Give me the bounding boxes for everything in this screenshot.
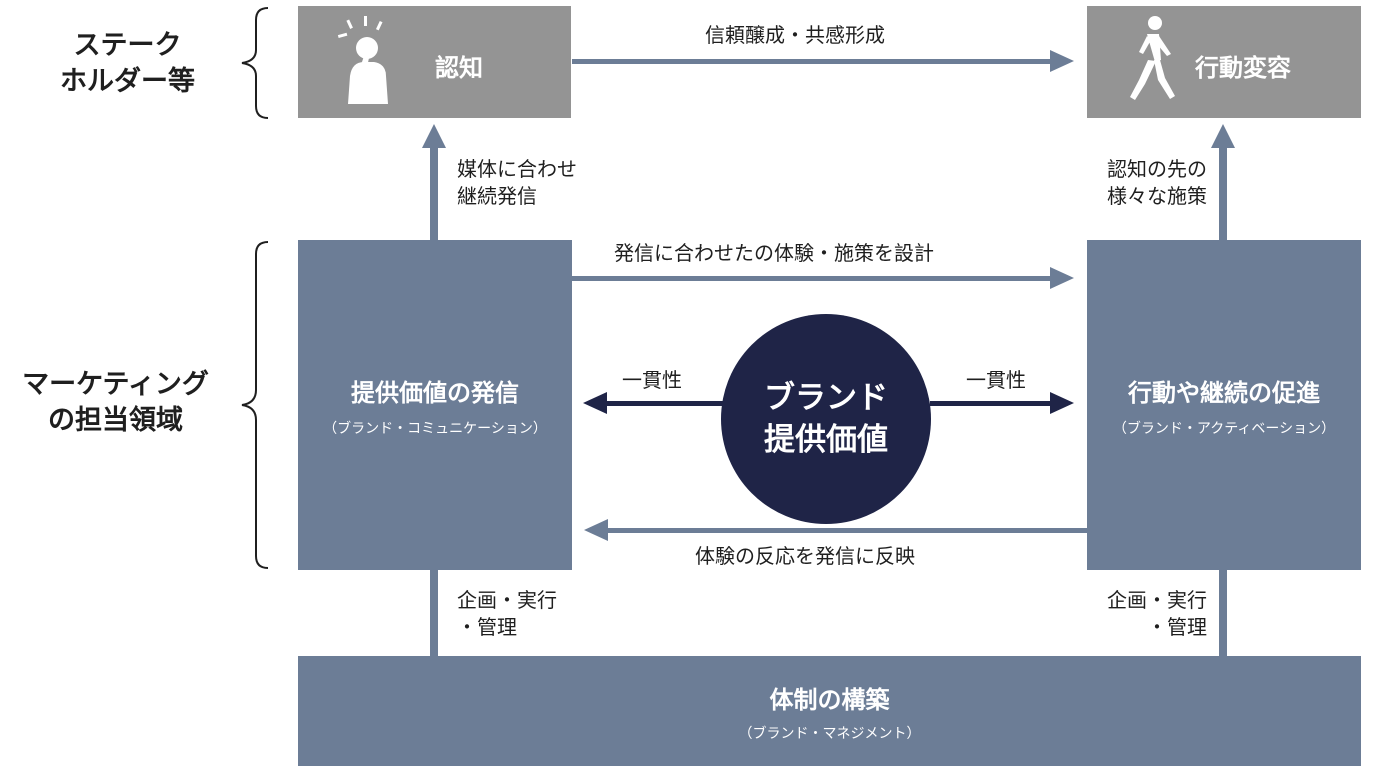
experience-design-label: 発信に合わせたの体験・施策を設計 [614,241,934,265]
activation-subtitle: （ブランド・アクティベーション） [1112,420,1336,437]
communication-box: 提供価値の発信 （ブランド・コミュニケーション） [298,240,572,570]
bottom-left-label-line2: ・管理 [457,615,517,639]
brand-value-line1: ブランド [764,380,888,416]
communication-subtitle: （ブランド・コミュニケーション） [323,420,547,437]
consistency-right-arrowhead [1050,392,1074,414]
marketing-row-label-line2: の担当領域 [48,405,183,436]
stakeholder-row-label-line1: ステーク [73,30,182,61]
bottom-left-label: 企画・実行 ・管理 [457,587,557,641]
bottom-right-label-line2: ・管理 [1147,615,1207,639]
right-lower-connector [1219,568,1227,658]
left-up-arrow-shaft [430,146,438,242]
consistency-left-arrow-shaft [600,401,730,406]
activation-box: 行動や継続の促進 （ブランド・アクティベーション） [1087,240,1361,570]
right-up-arrowhead [1211,124,1235,148]
trust-empathy-arrow-shaft [572,59,1054,64]
trust-empathy-label: 信頼醸成・共感形成 [705,23,885,47]
brand-management-subtitle: （ブランド・マネジメント） [738,725,921,742]
right-up-arrow-shaft [1219,146,1227,242]
experience-design-arrowhead [1050,267,1074,289]
activation-title: 行動や継続の促進 [1128,378,1320,407]
marketing-bracket [241,241,269,569]
consistency-left-arrowhead [583,392,607,414]
recognition-box: 認知 [298,6,571,118]
right-up-label-line1: 認知の先の [1107,157,1207,181]
bottom-right-label: 企画・実行 ・管理 [1082,587,1207,641]
marketing-row-label-line1: マーケティング [22,369,209,400]
left-up-label-line2: 継続発信 [457,184,537,208]
trust-empathy-arrowhead [1050,50,1074,72]
left-up-label: 媒体に合わせ 継続発信 [457,156,577,210]
reflect-arrowhead [584,519,608,541]
brand-management-title: 体制の構築 [769,685,890,714]
bottom-right-label-line1: 企画・実行 [1107,588,1207,612]
brand-value-line2: 提供価値 [764,422,888,458]
left-up-arrowhead [422,124,446,148]
stakeholder-bracket [241,7,269,119]
reflect-arrow-shaft [604,528,1087,533]
thinking-person-icon [337,16,388,104]
consistency-left-label: 一貫性 [622,368,682,392]
right-up-label-line2: 様々な施策 [1107,184,1207,208]
bottom-left-label-line1: 企画・実行 [457,588,557,612]
recognition-title: 認知 [435,54,483,82]
walking-person-icon [1130,16,1175,100]
consistency-right-arrow-shaft [930,401,1058,406]
brand-management-box: 体制の構築 （ブランド・マネジメント） [298,656,1361,766]
behavior-change-title: 行動変容 [1195,54,1291,82]
communication-title: 提供価値の発信 [351,378,519,407]
experience-design-arrow-shaft [572,276,1054,281]
left-up-label-line1: 媒体に合わせ [457,157,577,181]
stakeholder-row-label-line2: ホルダー等 [60,66,195,97]
right-up-label: 認知の先の 様々な施策 [1082,156,1207,210]
stakeholder-row-label: ステーク ホルダー等 [20,28,235,100]
reflect-label: 体験の反応を発信に反映 [695,544,915,568]
consistency-right-label: 一貫性 [966,368,1026,392]
left-lower-connector [430,568,438,658]
brand-value-circle: ブランド 提供価値 [721,314,931,524]
behavior-change-box: 行動変容 [1087,6,1361,118]
marketing-row-label: マーケティング の担当領域 [8,367,223,439]
